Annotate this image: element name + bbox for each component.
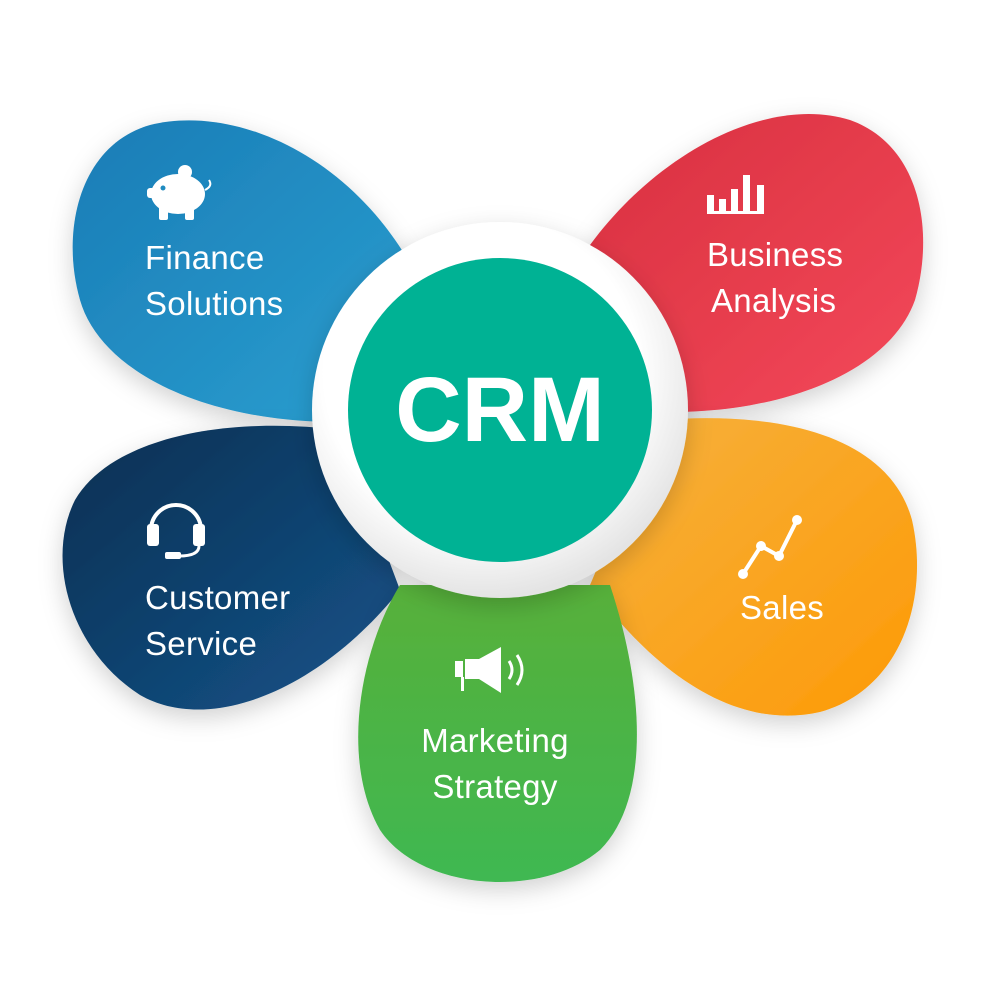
center-disc [348, 258, 652, 562]
sales-label: Sales [740, 585, 824, 631]
petal-customer [62, 425, 400, 710]
business-line1: Business [707, 236, 844, 273]
marketing-line2: Strategy [432, 768, 558, 805]
business-line2: Analysis [711, 282, 837, 319]
headset-icon [147, 503, 205, 559]
sales-line1: Sales [740, 589, 825, 626]
line-chart-icon [738, 515, 802, 579]
petal-sales [590, 418, 918, 716]
finance-line2: Solutions [145, 285, 284, 322]
marketing-label: Marketing Strategy [405, 718, 585, 810]
megaphone-icon [455, 647, 524, 693]
marketing-line1: Marketing [421, 722, 569, 759]
piggy-bank-icon [147, 165, 212, 220]
customer-line1: Customer [145, 579, 291, 616]
petal-marketing [358, 585, 637, 883]
bar-chart-icon [707, 175, 764, 214]
finance-label: Finance Solutions [145, 235, 283, 327]
business-label: Business Analysis [707, 232, 843, 324]
finance-line1: Finance [145, 239, 265, 276]
customer-line2: Service [145, 625, 258, 662]
center-label: CRM [395, 359, 605, 461]
customer-label: Customer Service [145, 575, 290, 667]
